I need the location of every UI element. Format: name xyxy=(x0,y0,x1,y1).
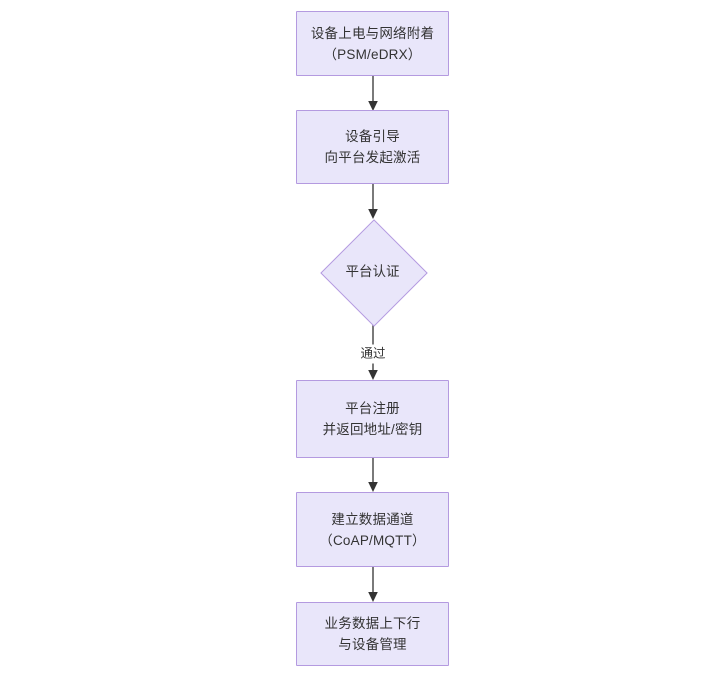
flow-node-data-channel[interactable]: 建立数据通道 （CoAP/MQTT） xyxy=(296,492,449,567)
flow-node-business-data[interactable]: 业务数据上下行 与设备管理 xyxy=(296,602,449,666)
flow-node-power-on-attach-label: 设备上电与网络附着 （PSM/eDRX） xyxy=(310,25,435,62)
edge-n5-n6 xyxy=(368,567,378,602)
edge-label-pass: 通过 xyxy=(356,344,390,364)
flow-node-platform-auth-label: 平台认证 xyxy=(345,264,400,279)
edge-n1-n2 xyxy=(368,76,378,111)
flow-node-platform-auth-decision[interactable]: 平台认证 xyxy=(319,218,428,327)
flow-node-platform-register[interactable]: 平台注册 并返回地址/密钥 xyxy=(296,380,449,458)
flow-node-data-channel-label: 建立数据通道 （CoAP/MQTT） xyxy=(319,511,426,548)
flow-node-device-bootstrap-label: 设备引导 向平台发起激活 xyxy=(324,129,421,165)
edge-n2-n3 xyxy=(368,184,378,219)
edge-n4-n5 xyxy=(368,458,378,492)
flow-node-power-on-attach[interactable]: 设备上电与网络附着 （PSM/eDRX） xyxy=(296,11,449,76)
flow-node-platform-register-label: 平台注册 并返回地址/密钥 xyxy=(322,401,423,437)
flow-node-device-bootstrap[interactable]: 设备引导 向平台发起激活 xyxy=(296,110,449,184)
flow-node-business-data-label: 业务数据上下行 与设备管理 xyxy=(324,616,421,652)
